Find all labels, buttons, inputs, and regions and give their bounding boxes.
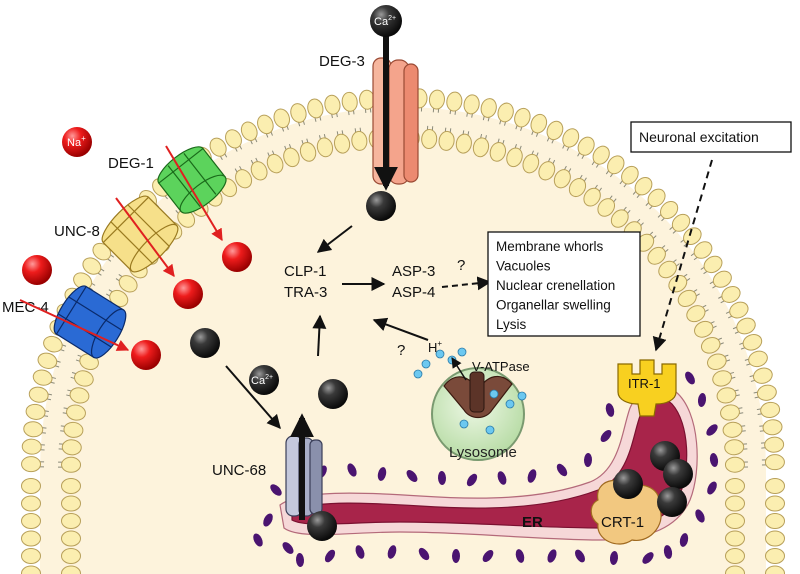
neuronal-excitation-box: Neuronal excitation	[630, 121, 792, 153]
asp-4-label: ASP-4	[392, 284, 435, 301]
na-ion-intracellular-1	[222, 242, 252, 272]
deg-1-channel	[157, 146, 227, 214]
na-ion-labeled: Na+	[62, 127, 92, 157]
unc-68-label: UNC-68	[212, 462, 266, 479]
na-ion-extracellular	[22, 255, 52, 285]
ca-ion-top: Ca2+	[370, 5, 402, 37]
deg-3-channel	[372, 57, 419, 185]
tra-3-label: TRA-3	[284, 284, 327, 301]
unc-68-channel	[285, 435, 323, 517]
h-plus-label: H+	[428, 339, 442, 355]
er-lumen	[291, 398, 688, 529]
deg-3-label: DEG-3	[319, 53, 365, 70]
lysosome-label: Lysosome	[449, 444, 517, 461]
er-label: ER	[522, 514, 543, 531]
outcome-item: Vacuoles	[496, 259, 551, 274]
outcome-item: Organellar swelling	[496, 298, 611, 313]
mec-4-channel	[53, 285, 127, 359]
svg-text:Ca2+: Ca2+	[374, 15, 396, 28]
unc-8-label: UNC-8	[54, 223, 100, 240]
crt-1-label: CRT-1	[601, 514, 644, 531]
neuronal-excitation-label: Neuronal excitation	[639, 129, 759, 145]
na-ion-intracellular-2	[173, 279, 203, 309]
clp-1-label: CLP-1	[284, 263, 327, 280]
itr-1-receptor: ITR-1	[617, 359, 677, 417]
sodium-influx-arrows	[19, 145, 223, 351]
excitation-to-itr-1-arrow	[652, 159, 713, 352]
ca-ion-cytosol-1	[366, 191, 396, 221]
ca-ion-er-store-2	[663, 459, 693, 489]
endoplasmic-reticulum: ER	[253, 371, 719, 567]
pathway-arrows	[225, 225, 492, 430]
question-mark-lysosome: ?	[397, 342, 405, 359]
ca-ion-er-lumen	[307, 511, 337, 541]
ca-ion-er-store-4	[657, 487, 687, 517]
outcome-item: Lysis	[496, 317, 527, 332]
mec-4-label: MEC-4	[2, 299, 49, 316]
ca-ion-cytosol-3	[318, 379, 348, 409]
v-atpase-label: V-ATPase	[472, 359, 530, 374]
outcome-item: Membrane whorls	[496, 239, 604, 254]
ca-ion-cytosol-2	[190, 328, 220, 358]
itr-1-label: ITR-1	[628, 376, 661, 391]
v-atpase-pump: V-ATPase	[443, 359, 530, 419]
deg-1-label: DEG-1	[108, 155, 154, 172]
protons	[413, 347, 527, 435]
outcome-item: Nuclear crenellation	[496, 278, 615, 293]
na-ion-intracellular-3	[131, 340, 161, 370]
er-ribosomes	[253, 371, 719, 567]
ca-ion-er-store-3	[613, 469, 643, 499]
ca-ion-er-release: Ca2+	[249, 365, 279, 395]
svg-text:Ca2+: Ca2+	[251, 374, 273, 387]
question-mark-asp-outcome: ?	[457, 257, 465, 274]
svg-text:Na+: Na+	[67, 134, 86, 149]
asp-3-label: ASP-3	[392, 263, 435, 280]
